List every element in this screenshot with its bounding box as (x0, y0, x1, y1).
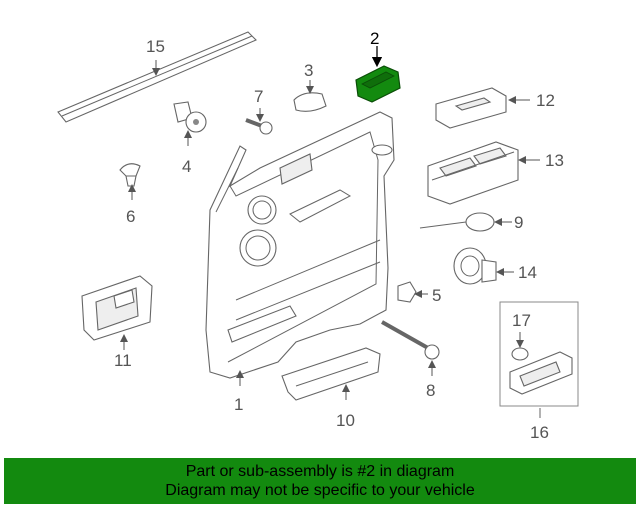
part-9-cable[interactable] (419, 212, 512, 232)
callout-4: 4 (182, 157, 191, 176)
part-2-switch[interactable] (355, 46, 401, 103)
callout-16: 16 (530, 423, 549, 442)
callout-13: 13 (545, 151, 564, 170)
part-6-pin[interactable] (119, 163, 141, 200)
banner-line-1: Part or sub-assembly is #2 in diagram (185, 463, 455, 480)
parts-diagram: 15 2 3 4 7 6 (57, 29, 579, 442)
callout-8: 8 (426, 381, 435, 400)
part-12-window-switch[interactable] (435, 87, 530, 129)
callout-11: 11 (114, 351, 132, 370)
callout-14: 14 (518, 263, 537, 282)
part-7-screw[interactable] (245, 108, 273, 135)
part-16-lamp-assembly[interactable] (499, 301, 579, 418)
banner-line-2: Diagram may not be specific to your vehi… (165, 482, 475, 499)
callout-12: 12 (536, 91, 555, 110)
part-1-door-trim[interactable] (205, 111, 395, 386)
part-3-cap[interactable] (293, 80, 327, 112)
part-10-pull-handle[interactable] (281, 347, 381, 401)
callout-2: 2 (370, 29, 379, 48)
callout-1: 1 (234, 395, 243, 414)
callout-7: 7 (254, 87, 263, 106)
part-15-moulding[interactable] (57, 31, 257, 123)
part-8-bolt[interactable] (381, 320, 440, 376)
part-5-nut[interactable] (397, 281, 428, 303)
info-banner: Part or sub-assembly is #2 in diagram Di… (4, 458, 636, 504)
callout-9: 9 (514, 213, 523, 232)
callout-3: 3 (304, 61, 313, 80)
callout-6: 6 (126, 207, 135, 226)
part-11-handle-bezel[interactable] (81, 275, 153, 350)
callout-17: 17 (512, 311, 531, 330)
callout-10: 10 (336, 411, 355, 430)
part-13-master-switch[interactable] (427, 141, 540, 205)
callout-5: 5 (432, 286, 441, 305)
part-4-clip[interactable] (173, 101, 207, 146)
part-14-knob[interactable] (453, 247, 514, 285)
callout-15: 15 (146, 37, 165, 56)
